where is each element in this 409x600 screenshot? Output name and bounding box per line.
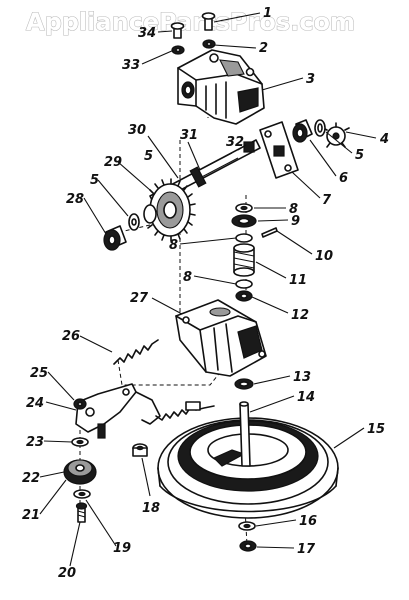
lower-gear-housing [175,299,267,377]
callout-2: 2 [259,41,268,56]
callout-26: 26 [62,329,80,344]
callout-24: 24 [26,396,44,411]
callout-13: 13 [293,370,311,385]
callout-8-lower: 8 [183,270,192,285]
callout-33: 33 [122,58,140,73]
callout-16: 16 [299,514,317,529]
drive-pulley [157,417,339,519]
callout-22: 22 [22,471,40,486]
callout-27: 27 [130,291,149,306]
callout-32: 32 [226,135,244,150]
callout-29: 29 [104,155,122,170]
callout-23: 23 [26,435,44,450]
callout-8-top: 8 [289,202,298,217]
callout-10: 10 [315,249,333,264]
second-spring [155,401,215,421]
callout-1: 1 [263,6,272,21]
vertical-gear-stack [231,203,278,302]
callout-8-middle: 8 [169,238,178,253]
watermark-text: AppliancePartsPros.com [26,8,355,36]
callout-5-left: 5 [90,173,99,188]
worm-shaft-assembly [103,139,261,251]
callout-17: 17 [297,542,316,557]
right-bearings [292,119,350,148]
callout-20: 20 [58,566,76,581]
callout-12: 12 [291,308,309,323]
callout-5-right: 5 [355,148,364,163]
drive-shaft [234,378,257,552]
callout-19: 19 [113,541,131,556]
callout-21: 21 [22,508,40,523]
idler-arm [75,383,161,439]
callout-34: 34 [138,26,156,41]
callout-15: 15 [367,422,385,437]
idler-pulley-group [63,398,97,523]
callout-6: 6 [339,171,348,186]
top-fasteners [170,12,216,55]
callout-9: 9 [291,214,300,229]
callout-11: 11 [289,273,307,288]
callout-5-shaft: 5 [144,149,153,164]
callout-31: 31 [180,128,198,143]
callout-30: 30 [128,123,146,138]
callout-3: 3 [306,72,315,87]
callout-28: 28 [66,192,84,207]
nut-18 [132,443,148,457]
callout-14: 14 [297,390,315,405]
callout-7: 7 [322,193,332,208]
mounting-bracket [259,121,299,179]
callout-25: 25 [30,366,48,381]
tension-spring [113,339,159,365]
callout-labels: 1 2 3 4 5 6 7 5 8 9 8 10 11 8 12 13 14 1… [22,6,389,581]
leader-lines [39,12,377,567]
upper-gear-housing [177,49,265,125]
callout-18: 18 [142,501,160,516]
callout-4: 4 [379,132,389,147]
